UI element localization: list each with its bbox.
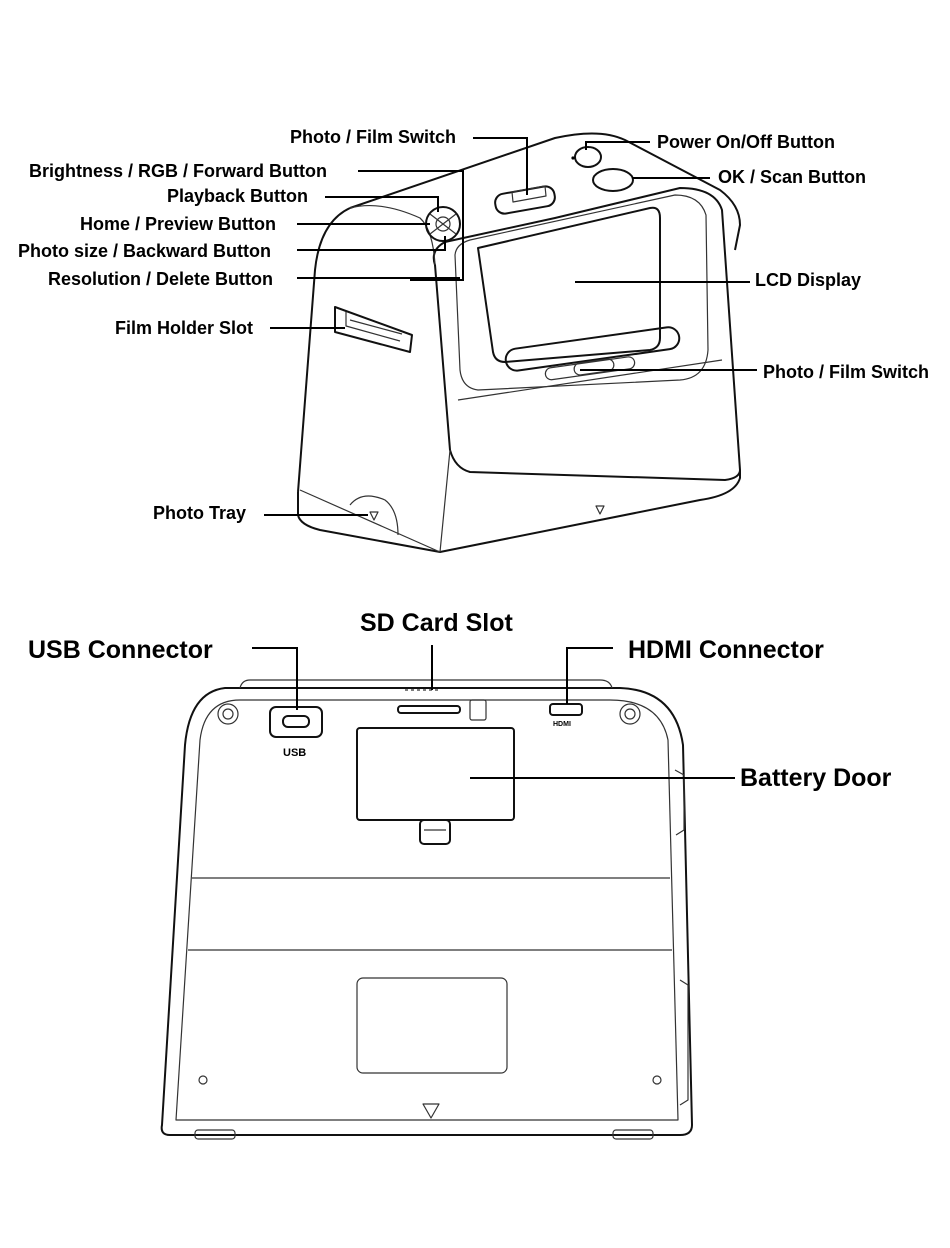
battery-door[interactable] [356,727,515,845]
screw-icon [652,1075,662,1085]
label-photo-tray: Photo Tray [153,503,246,523]
front-leader-lines [264,137,757,516]
front-labels: Photo / Film Switch Power On/Off Button … [18,127,929,523]
hdmi-port-text: HDMI [553,721,571,728]
label-brightness-button: Brightness / RGB / Forward Button [29,161,327,181]
usb-port-text: USB [283,747,306,759]
front-photo-film-switch[interactable] [504,326,681,381]
label-playback-button: Playback Button [167,186,308,206]
lcd-display [454,194,709,391]
power-button[interactable] [574,146,602,168]
top-controls [425,146,634,242]
label-usb-connector: USB Connector [28,636,213,664]
usb-connector[interactable]: USB [269,706,323,759]
back-view: USB HDMI USB Connector SD Card Slot HDMI… [28,609,892,1140]
label-resolution-button: Resolution / Delete Button [48,269,273,289]
label-battery-door: Battery Door [740,764,892,792]
label-ok-scan-button: OK / Scan Button [718,167,866,187]
label-photo-size-button: Photo size / Backward Button [18,241,271,261]
label-film-holder-slot: Film Holder Slot [115,318,253,338]
screw-icon [217,703,239,725]
label-sd-card-slot: SD Card Slot [360,609,513,637]
film-holder-slot [334,306,413,353]
hdmi-connector[interactable]: HDMI [549,703,583,728]
back-device-outline [160,679,693,1140]
label-lcd-display: LCD Display [755,270,861,290]
label-home-preview-button: Home / Preview Button [80,214,276,234]
back-leader-lines [252,645,735,779]
ok-scan-button[interactable] [592,168,634,192]
front-device-outline [297,132,741,553]
back-labels: USB Connector SD Card Slot HDMI Connecto… [28,609,892,792]
label-photo-film-switch-top: Photo / Film Switch [290,127,456,147]
label-photo-film-switch-front: Photo / Film Switch [763,362,929,382]
sd-card-slot[interactable] [397,689,487,721]
sd-card-icon [469,699,487,721]
label-power-button: Power On/Off Button [657,132,835,152]
screw-heads [198,703,662,1085]
label-hdmi-connector: HDMI Connector [628,636,824,664]
screw-icon [619,703,641,725]
screw-icon [198,1075,208,1085]
front-view: Photo / Film Switch Power On/Off Button … [18,127,929,553]
